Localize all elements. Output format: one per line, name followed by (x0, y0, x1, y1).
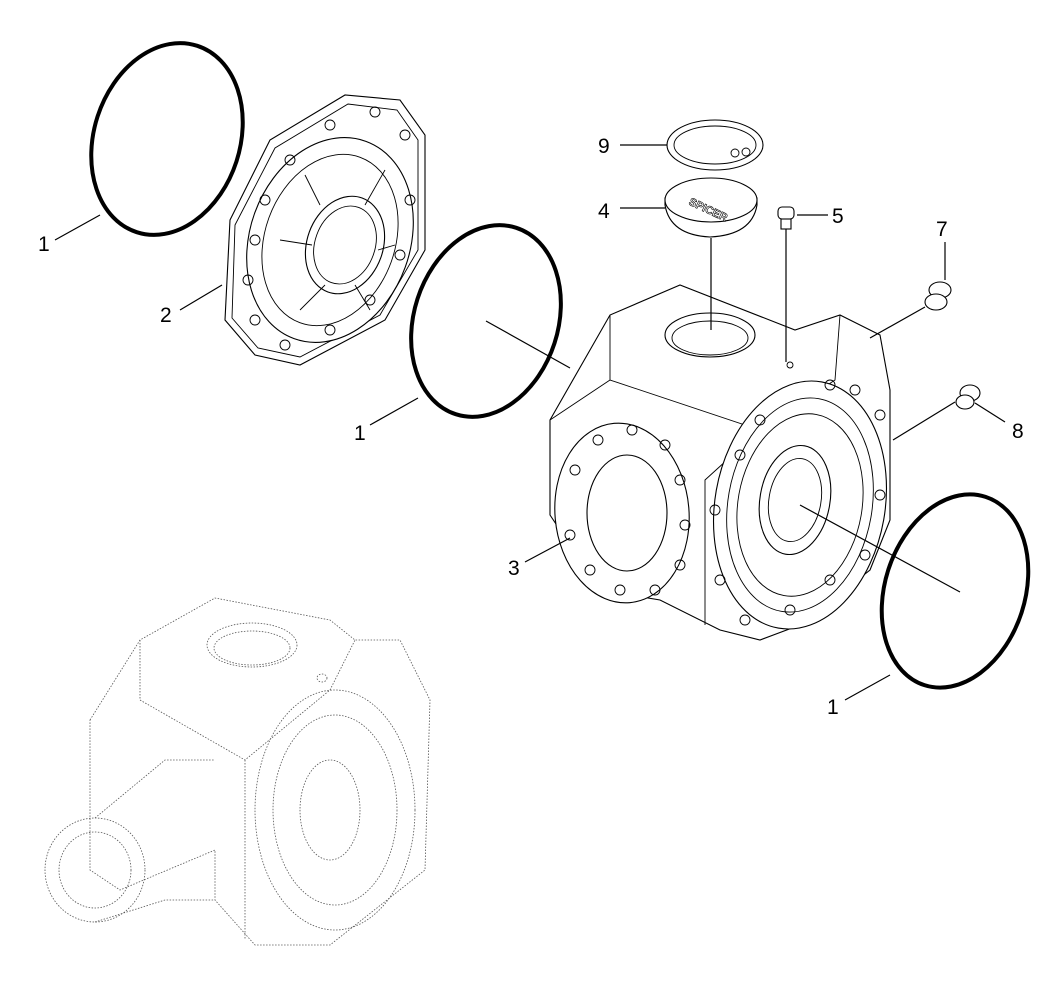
housing: 3 (508, 284, 961, 641)
o-ring-top-left: 1 (38, 41, 245, 256)
cover: 2 (160, 94, 426, 366)
o-ring-right: 1 (827, 492, 1031, 719)
plug-8: 8 (892, 384, 1024, 443)
cap: SPICER 4 (598, 177, 758, 330)
callout-label: 1 (354, 422, 366, 445)
o-ring-center: 1 (354, 223, 571, 445)
callout-label: 5 (832, 205, 844, 228)
vent: 5 (777, 205, 844, 362)
callout-label: 4 (598, 200, 610, 223)
callout-label: 9 (598, 135, 610, 158)
callout-label: 8 (1012, 420, 1024, 443)
callout-label: 1 (38, 233, 50, 256)
assembled-housing-ghost (44, 597, 431, 946)
callout-label: 1 (827, 696, 839, 719)
callout-label: 2 (160, 304, 172, 327)
callout-label: 3 (508, 557, 520, 580)
callout-label: 7 (936, 218, 948, 241)
snap-ring: 9 (598, 119, 764, 171)
plug-7: 7 (869, 218, 952, 339)
